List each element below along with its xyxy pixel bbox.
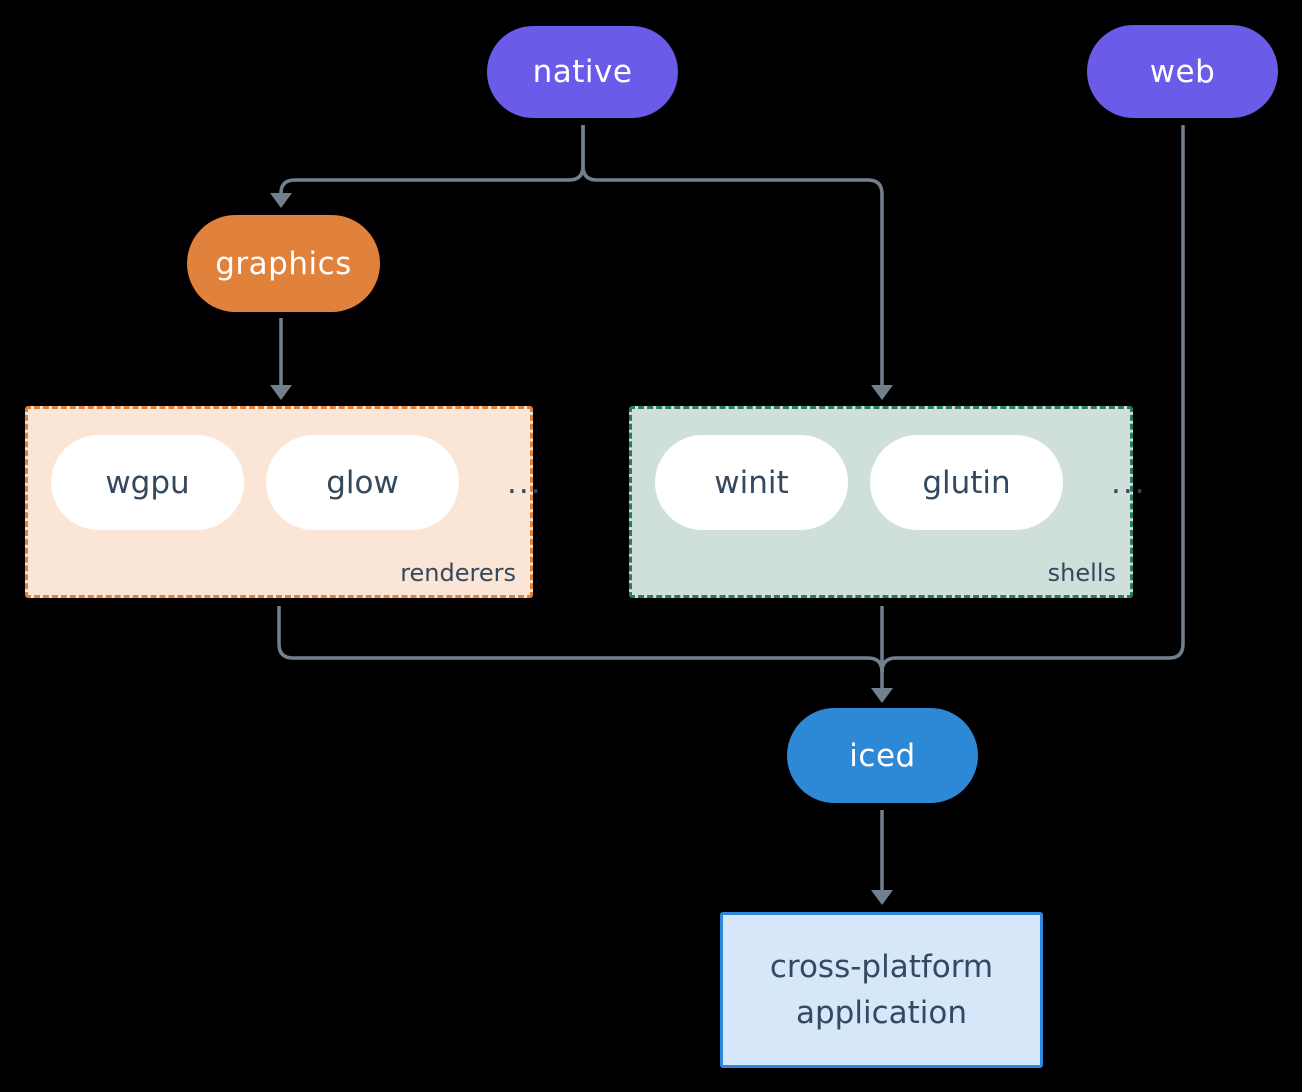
node-graphics: graphics	[187, 215, 380, 312]
application-box: cross-platform application	[720, 912, 1043, 1068]
shells-ellipsis: ...	[1111, 464, 1147, 501]
pill-glow: glow	[266, 435, 459, 530]
group-renderers: wgpu glow ... renderers	[25, 406, 541, 598]
arrowhead-into-iced	[871, 688, 893, 703]
node-native-label: native	[532, 54, 633, 90]
node-iced-label: iced	[849, 737, 916, 774]
edge-renderers-to-iced	[277, 606, 884, 673]
node-native: native	[487, 26, 678, 118]
edge-native-to-shells	[581, 125, 884, 385]
pill-glutin: glutin	[870, 435, 1063, 530]
node-iced: iced	[787, 708, 978, 803]
pill-glutin-label: glutin	[922, 464, 1011, 501]
arrowhead-into-application	[871, 890, 893, 905]
group-renderers-label: renderers	[400, 559, 516, 587]
application-label-line2: application	[796, 995, 967, 1031]
pill-winit-label: winit	[714, 464, 789, 501]
node-web: web	[1087, 25, 1278, 118]
pill-glow-label: glow	[326, 464, 399, 501]
renderers-ellipsis: ...	[507, 464, 543, 501]
edge-native-to-graphics	[279, 125, 585, 194]
pill-wgpu-label: wgpu	[105, 464, 190, 501]
group-shells-items: winit glutin ...	[655, 435, 1147, 530]
arrowhead-into-graphics	[270, 193, 292, 208]
application-label-line1: cross-platform	[769, 949, 994, 985]
node-graphics-label: graphics	[215, 245, 352, 282]
node-web-label: web	[1149, 53, 1216, 90]
pill-winit: winit	[655, 435, 848, 530]
arrowhead-into-renderers	[270, 385, 292, 400]
group-renderers-items: wgpu glow ...	[51, 435, 543, 530]
group-shells: winit glutin ... shells	[629, 406, 1145, 598]
group-shells-label: shells	[1047, 559, 1116, 587]
pill-wgpu: wgpu	[51, 435, 244, 530]
arrowhead-into-shells	[871, 385, 893, 400]
